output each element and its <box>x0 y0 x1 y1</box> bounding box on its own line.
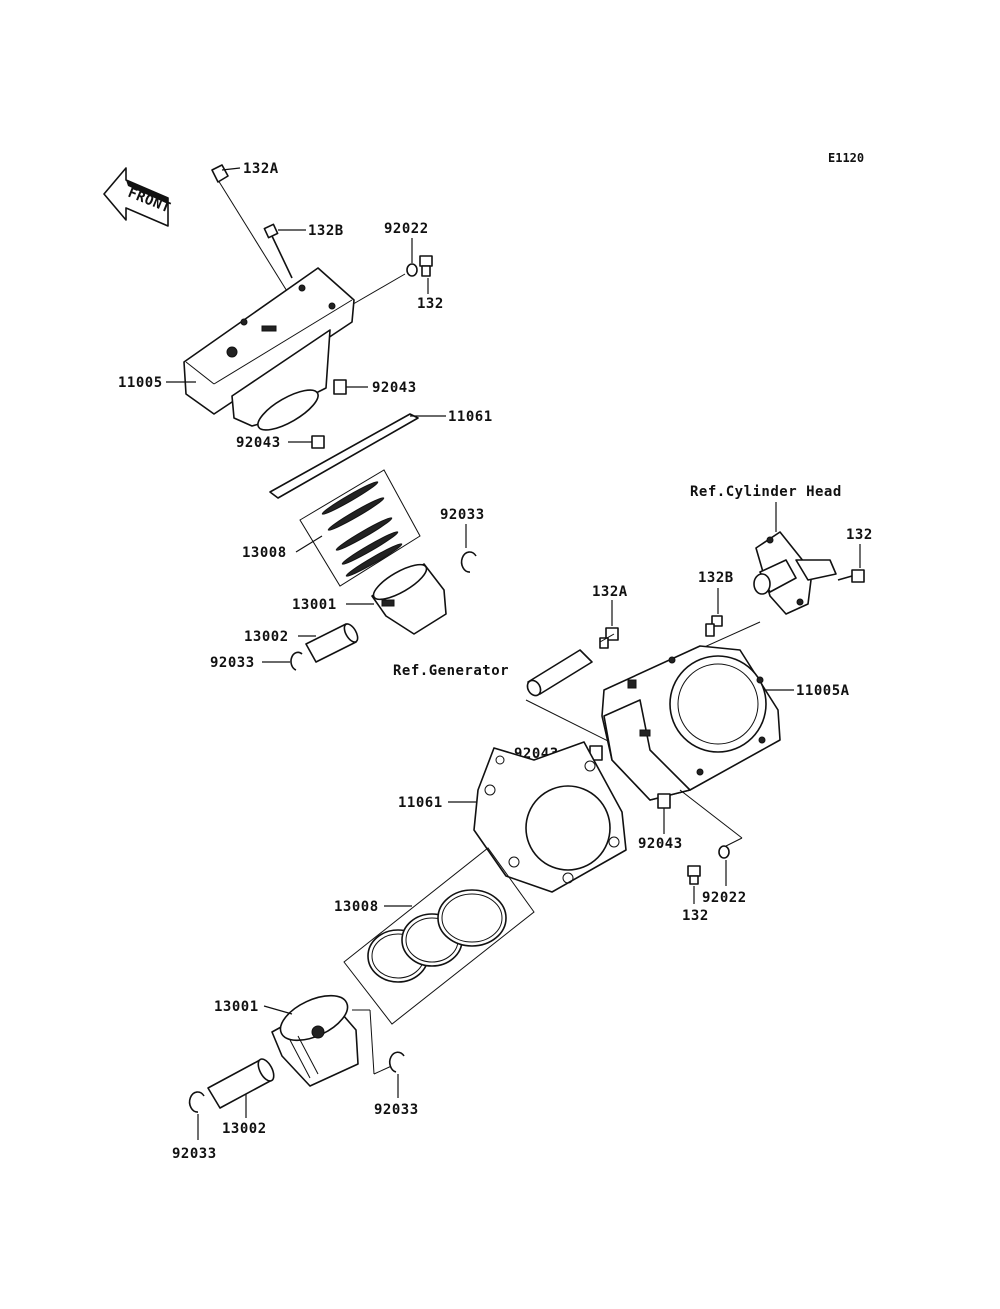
label-132b-mid: 132B <box>698 570 734 586</box>
label-132-top: 132 <box>417 296 444 312</box>
piston-pin-13002-bottom <box>207 1058 275 1118</box>
label-ref-generator: Ref.Generator <box>393 663 509 679</box>
bolt-132b-top <box>263 223 306 279</box>
label-92033-top-right: 92033 <box>440 507 485 523</box>
clip-92033-bottom-left <box>188 1091 205 1140</box>
label-13008-top: 13008 <box>242 545 287 561</box>
piston-pin-13002-top <box>298 623 359 663</box>
bolt-132-right <box>837 544 865 583</box>
label-92022-top: 92022 <box>384 221 429 237</box>
label-92043-mid-right: 92043 <box>638 836 683 852</box>
label-11005: 11005 <box>118 375 163 391</box>
bolt-132a-top <box>211 164 291 297</box>
dowel-92043-top-left <box>288 435 325 449</box>
piston-13001-top <box>346 563 447 635</box>
clip-92033-top-left <box>262 651 303 671</box>
label-92033-bottom-right: 92033 <box>374 1102 419 1118</box>
generator-rod <box>525 633 647 761</box>
label-11061-mid: 11061 <box>398 795 443 811</box>
bolt-132-mid <box>687 865 701 904</box>
clip-92033-bottom-right <box>388 1051 405 1098</box>
label-132-mid: 132 <box>682 908 709 924</box>
gasket-11061-top <box>269 413 446 499</box>
label-92033-bottom-left: 92033 <box>172 1146 217 1162</box>
label-13001-top: 13001 <box>292 597 337 613</box>
label-13002-bottom: 13002 <box>222 1121 267 1137</box>
cylinder-11005a <box>601 645 794 801</box>
label-13008-bottom: 13008 <box>334 899 379 915</box>
label-92022-mid: 92022 <box>702 890 747 906</box>
label-132a-mid: 132A <box>592 584 628 600</box>
label-92043-top-left: 92043 <box>236 435 281 451</box>
piston-13001-bottom <box>263 994 397 1087</box>
dowel-92043-top-right <box>333 379 368 395</box>
dowel-92043-mid-right <box>657 789 743 847</box>
washer-92022-mid <box>718 845 730 886</box>
gasket-11061-mid <box>448 741 627 893</box>
label-92043-top-right: 92043 <box>372 380 417 396</box>
label-132b-top: 132B <box>308 223 344 239</box>
piston-rings-13008-bottom <box>343 847 535 1025</box>
label-13001-bottom: 13001 <box>214 999 259 1015</box>
bolt-132-top <box>419 255 433 294</box>
clip-92033-top-right <box>460 524 477 573</box>
piston-rings-13008-top <box>295 469 421 587</box>
label-13002-top: 13002 <box>244 629 289 645</box>
diagram-code: E1120 <box>828 151 864 165</box>
front-arrow-icon: FRONT <box>103 167 173 227</box>
label-92033-top-left: 92033 <box>210 655 255 671</box>
label-ref-cylinder-head: Ref.Cylinder Head <box>690 484 842 500</box>
label-11005a: 11005A <box>796 683 850 699</box>
water-outlet-fitting <box>753 531 837 615</box>
label-11061-top: 11061 <box>448 409 493 425</box>
label-132-right: 132 <box>846 527 873 543</box>
label-132a-top: 132A <box>243 161 279 177</box>
cylinder-11005 <box>166 267 355 431</box>
